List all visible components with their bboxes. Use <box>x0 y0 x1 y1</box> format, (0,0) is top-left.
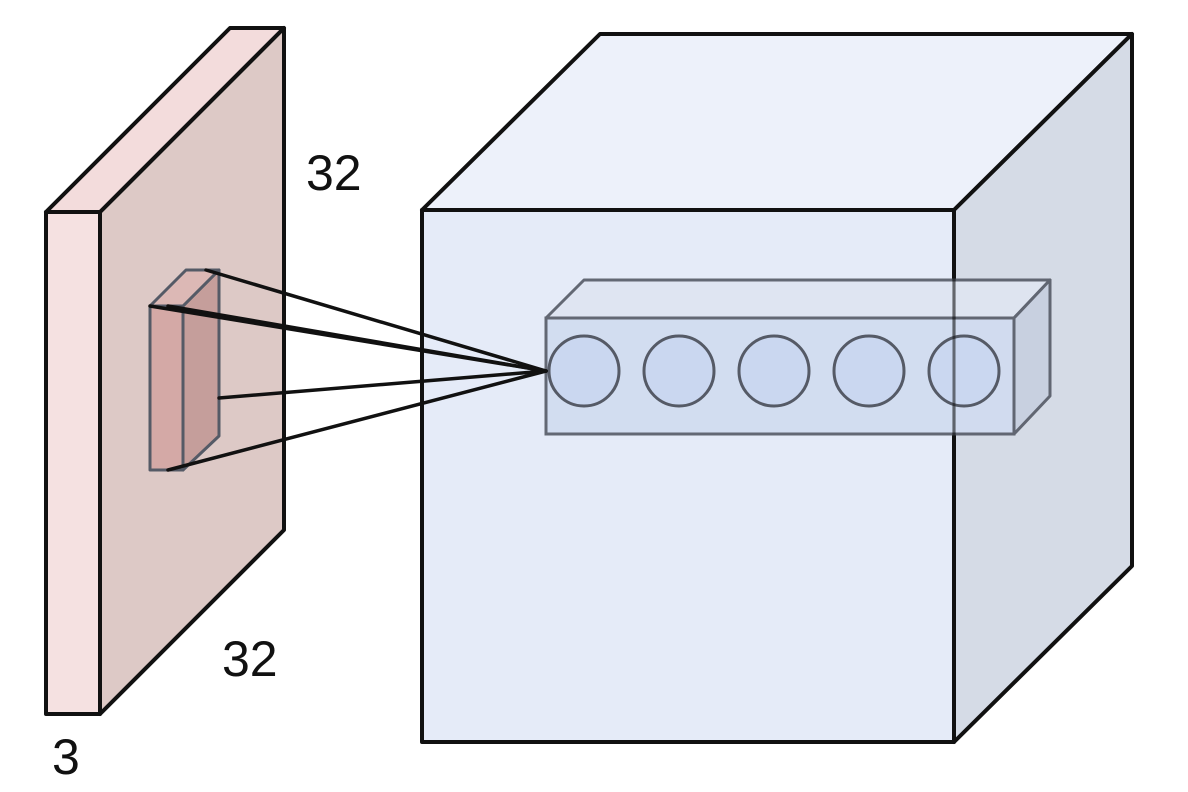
neuron-1 <box>547 334 621 408</box>
neurons <box>547 334 1001 408</box>
connection-line-5 <box>148 304 548 373</box>
neuron-2 <box>642 334 716 408</box>
receptive-field-front-face <box>148 304 185 472</box>
input-volume-front-face <box>44 210 102 716</box>
connection-lines <box>148 268 548 472</box>
connection-line-4 <box>166 369 548 472</box>
connection-line-1 <box>204 268 548 373</box>
receptive-field <box>148 268 221 472</box>
neuron-5 <box>927 334 1001 408</box>
neuron-3 <box>737 334 811 408</box>
input-width-label: 32 <box>222 631 278 687</box>
connection-line-3 <box>217 369 548 400</box>
input-height-label: 32 <box>306 145 362 201</box>
neuron-4 <box>832 334 906 408</box>
input-depth-label: 3 <box>52 729 80 785</box>
neuron-column-top-face <box>544 278 1052 320</box>
